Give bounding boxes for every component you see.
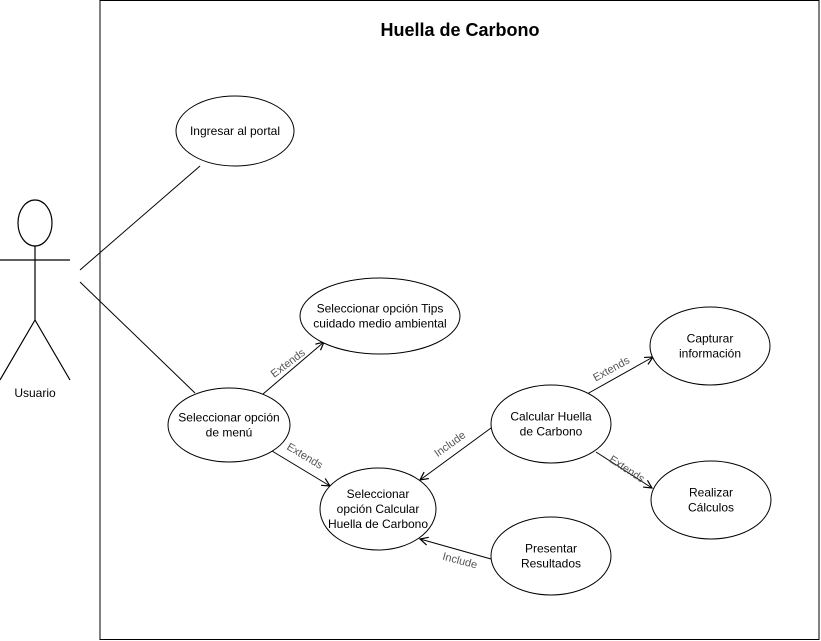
actor-right-leg <box>34 319 71 381</box>
use-case-ellipse <box>319 467 437 551</box>
use-case-label: Seleccionar <box>347 487 410 501</box>
actor-usuario[interactable]: Usuario <box>0 199 71 400</box>
use-case-ellipse <box>299 277 461 355</box>
use-case-ellipse <box>490 384 612 464</box>
use-case-label: Resultados <box>521 557 581 571</box>
system-title: Huella de Carbono <box>380 20 539 40</box>
use-case-ellipse <box>167 387 291 463</box>
relation-arrow-calcular-realizar <box>595 451 652 488</box>
use-case-label: Capturar <box>687 332 734 346</box>
use-case-ellipse <box>650 460 772 540</box>
use-case-label: de Carbono <box>520 425 583 439</box>
use-case-label: opción Calcular <box>337 502 420 516</box>
use-case-label: información <box>679 347 741 361</box>
relation-arrow-calcular-capturar <box>586 357 653 395</box>
use-case-label: de menú <box>206 426 253 440</box>
actor-head <box>17 199 53 247</box>
use-case-ellipse <box>175 95 295 167</box>
use-case-ellipse <box>490 516 612 596</box>
actor-left-leg <box>0 319 36 381</box>
use-case-label: Cálculos <box>688 501 734 515</box>
association-ingresar <box>79 165 201 271</box>
use-case-label: Realizar <box>689 486 733 500</box>
use-case-label: Seleccionar opción <box>178 411 279 425</box>
use-case-label: Presentar <box>525 542 577 556</box>
use-case-ellipse <box>649 306 771 386</box>
use-case-label: Calcular Huella <box>510 410 592 424</box>
use-case-label: Ingresar al portal <box>190 124 280 138</box>
relation-arrow-menu-tips <box>262 342 324 395</box>
relation-arrow-menu-calc <box>271 450 330 486</box>
relation-arrow-calcular-calc <box>420 427 492 480</box>
actor-label: Usuario <box>14 386 56 400</box>
use-case-label: Huella de Carbono <box>328 517 428 531</box>
use-case-label: cuidado medio ambiental <box>313 317 446 331</box>
use-case-ingresar[interactable]: Ingresar al portal <box>175 95 295 167</box>
use-case-label: Seleccionar opción Tips <box>317 302 444 316</box>
relation-arrow-presentar-calc <box>420 539 492 560</box>
association-menu <box>79 281 196 394</box>
